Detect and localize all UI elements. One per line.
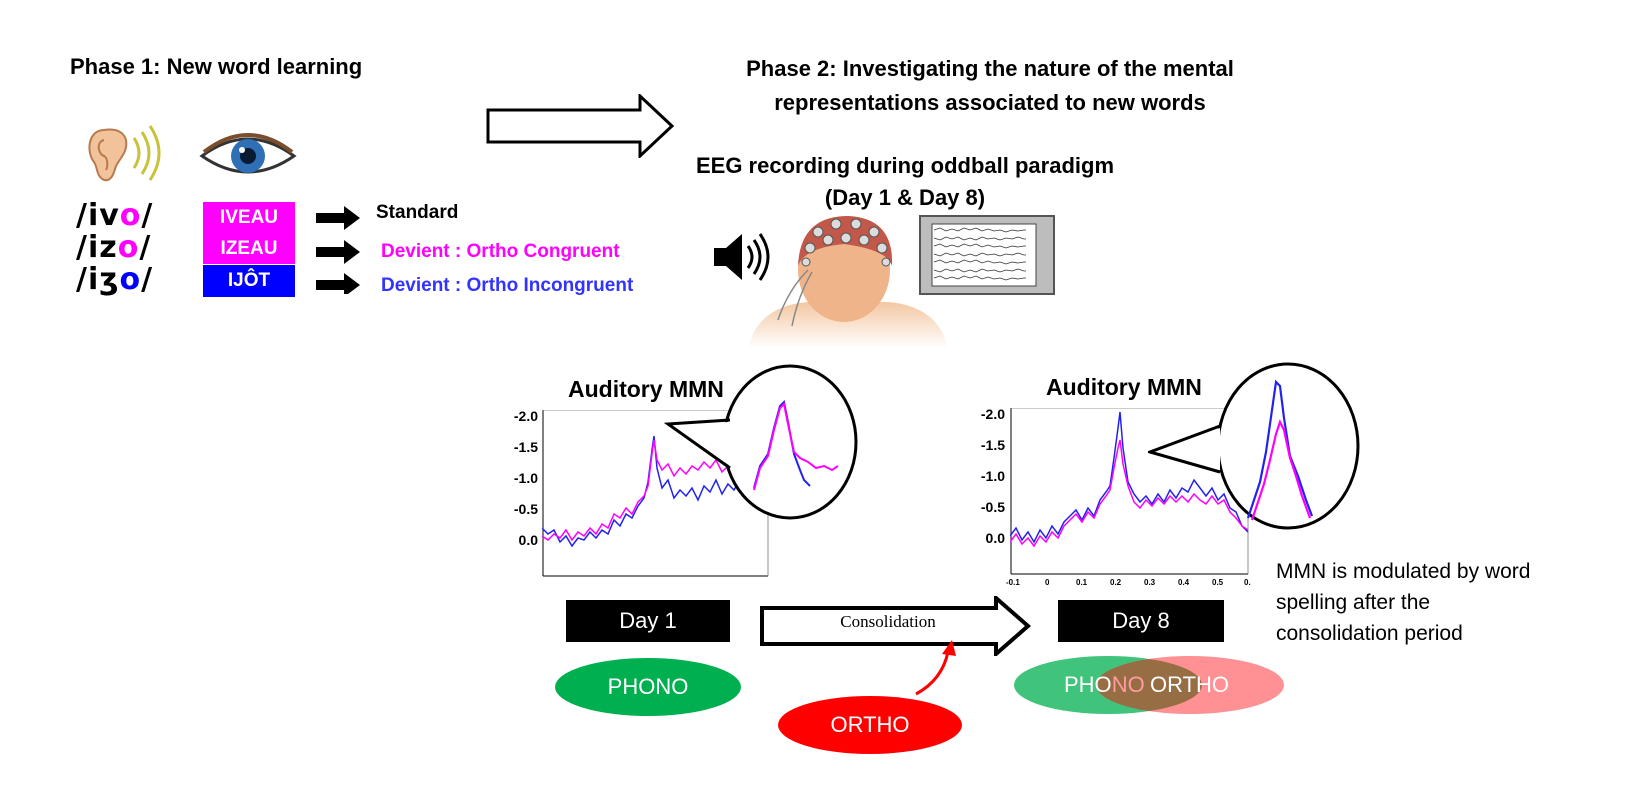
condition-congruent: Devient : Ortho Congruent [381, 241, 620, 262]
panel2-xtick: 0 [1045, 578, 1050, 587]
panel1-zoom-callout [664, 364, 858, 520]
zoom1-blue-trace [753, 399, 811, 489]
eeg-head-icon [748, 216, 948, 348]
phonetic-ijot: /iʒo/ [76, 262, 154, 297]
panel2-title: Auditory MMN [1046, 374, 1202, 400]
ortho-ellipse: ORTHO [778, 696, 962, 754]
eeg-recording-title: EEG recording during oddball paradigm (D… [695, 153, 1115, 210]
ear-icon [88, 125, 161, 182]
zoom2-blue-trace [1246, 379, 1314, 519]
panel2-blue-trace [1010, 411, 1249, 544]
phase1-title: Phase 1: New word learning [70, 54, 363, 79]
arrow-right-icon [316, 273, 360, 294]
combined-phono-label: PHONO [1064, 672, 1145, 697]
panel1-blue-trace [542, 435, 769, 548]
zoom1-magenta-trace [753, 401, 839, 491]
panel2-zoom-callout [1148, 362, 1360, 530]
panel2-ytick: -1.5 [980, 437, 1005, 453]
panel2-ytick: -0.5 [980, 499, 1005, 515]
consolidation-arrow-icon [760, 596, 1032, 656]
word-ijot: IJÔT [203, 265, 295, 297]
word-izeau: IZEAU [203, 234, 295, 264]
panel1-ytick: -0.5 [513, 501, 538, 517]
panel2-ytick: 0.0 [985, 530, 1005, 546]
panel1-ytick: -1.0 [513, 470, 538, 486]
panel2-xtick: 0. [1244, 578, 1251, 587]
panel2-xtick: 0.4 [1178, 578, 1190, 587]
conclusion-note: MMN is modulated by word spelling after … [1276, 560, 1531, 645]
word-iveau: IVEAU [203, 202, 295, 234]
panel1-ytick: -2.0 [513, 408, 538, 424]
panel2-xtick: 0.3 [1144, 578, 1156, 587]
zoom2-magenta-trace [1250, 419, 1312, 521]
panel2-ytick: -1.0 [980, 468, 1005, 484]
condition-arrows [316, 206, 360, 294]
panel2-magenta-trace [1010, 439, 1249, 548]
curved-arrow-icon [915, 640, 956, 696]
condition-incongruent: Devient : Ortho Incongruent [381, 275, 634, 296]
phonetic-iveau: /ivo/ [76, 198, 154, 233]
arrow-right-icon [316, 206, 360, 230]
eye-icon [199, 133, 297, 174]
day8-label: Day 8 [1058, 600, 1224, 642]
day1-label: Day 1 [566, 600, 730, 642]
panel2-xtick: 0.1 [1076, 578, 1088, 587]
arrow-right-icon [316, 240, 360, 264]
eeg-monitor-icon [919, 215, 1055, 295]
panel1-title: Auditory MMN [568, 376, 724, 402]
panel1-ytick: 0.0 [518, 532, 538, 548]
consolidation-label: Consolidation [840, 612, 936, 631]
phase2-title: Phase 2: Investigating the nature of the… [746, 56, 1234, 115]
condition-standard: Standard [376, 202, 459, 223]
panel1-ytick: -1.5 [513, 439, 538, 455]
combined-ortho-label: ORTHO [1150, 672, 1230, 697]
phase-arrow-icon [486, 94, 675, 158]
speaker-icon [714, 233, 770, 281]
phono-ellipse: PHONO [555, 658, 741, 716]
combined-ellipses [1014, 656, 1284, 714]
panel2-xtick: 0.5 [1212, 578, 1224, 587]
panel2-ytick: -2.0 [980, 406, 1005, 422]
phonetic-izeau: /izo/ [76, 230, 152, 265]
panel2-xtick: 0.2 [1110, 578, 1122, 587]
panel2-xtick: -0.1 [1006, 578, 1020, 587]
